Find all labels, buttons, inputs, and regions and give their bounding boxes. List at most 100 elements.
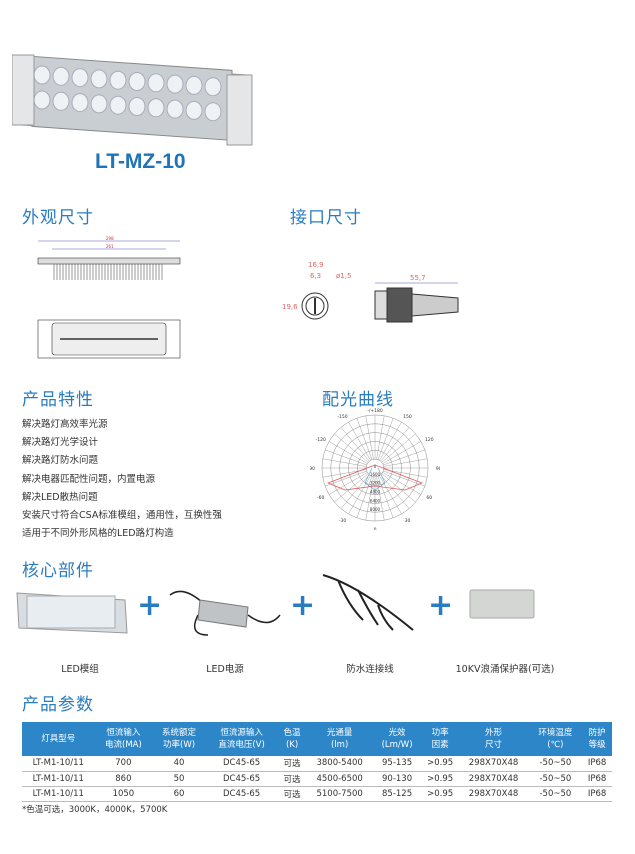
table-cell: 700	[94, 756, 153, 772]
column-header: 环境温度 (℃)	[528, 722, 583, 756]
led-lens	[71, 93, 89, 113]
dim-total-length: 298	[106, 236, 114, 241]
polar-grid-spoke	[381, 473, 416, 503]
plus-icon: +	[137, 588, 163, 623]
table-cell: 95-135	[372, 756, 422, 772]
led-lens	[128, 97, 146, 116]
table-cell: DC45-65	[205, 786, 278, 802]
polar-angle-label: -120	[316, 437, 326, 443]
led-lens	[33, 90, 51, 110]
polar-grid-spoke	[322, 458, 367, 467]
feature-item: 解决电器匹配性问题，内置电源	[22, 473, 156, 485]
table-cell: 1050	[94, 786, 153, 802]
section-light-curve: 配光曲线	[322, 390, 394, 410]
dim-conn-height: 19,6	[282, 303, 298, 311]
table-cell: 50	[152, 771, 206, 787]
table-cell: 可选	[277, 756, 307, 772]
polar-grid-spoke	[325, 449, 367, 466]
led-lens	[166, 99, 184, 119]
column-header: 防护 等级	[582, 722, 612, 756]
polar-angle-label: 0	[374, 527, 377, 530]
polar-grid-spoke	[381, 433, 416, 463]
polar-radial-label: 0	[374, 464, 377, 469]
dim-inner-length: 261	[106, 244, 114, 249]
polar-grid-spoke	[383, 470, 425, 487]
column-header: 光效 (Lm/W)	[372, 722, 422, 756]
table-cell: 860	[94, 771, 153, 787]
polar-radial-label: 8000	[370, 507, 381, 512]
column-header: 恒流输入 电流(MA)	[94, 722, 153, 756]
component-label: LED电源	[206, 664, 244, 675]
polar-grid-spoke	[383, 449, 425, 466]
polar-angle-label: 150	[403, 414, 412, 420]
polar-grid-spoke	[376, 476, 385, 521]
column-header: 光通量 (lm)	[306, 722, 373, 756]
polar-grid-spoke	[329, 472, 368, 495]
led-lens	[185, 75, 203, 95]
table-cell: LT-M1-10/11	[22, 771, 95, 787]
table-cell: 298X70X48	[458, 771, 529, 787]
polar-grid-spoke	[340, 427, 370, 462]
table-cell: LT-M1-10/11	[22, 786, 95, 802]
polar-angle-label: -60	[317, 495, 324, 501]
polar-radial-label: 6400	[370, 498, 381, 503]
polar-grid-spoke	[365, 415, 374, 460]
column-header: 外形 尺寸	[458, 722, 529, 756]
polar-grid-spoke	[380, 474, 410, 509]
polar-angle-label: 60	[426, 495, 432, 501]
feature-item: 适用于不同外形风格的LED路灯构造	[22, 528, 174, 540]
column-header: 色温 (K)	[277, 722, 307, 756]
component-surge-protector-image	[469, 589, 535, 619]
component-waterproof-cable-image	[322, 574, 414, 631]
polar-grid-spoke	[376, 415, 385, 460]
component-led-driver-image	[169, 590, 281, 636]
polar-angle-label: -90	[310, 466, 315, 472]
polar-grid-spoke	[383, 458, 428, 467]
led-lens	[166, 74, 184, 94]
feature-item: 安装尺寸符合CSA标准模组，通用性，互换性强	[22, 510, 222, 522]
table-cell: >0.95	[421, 756, 459, 772]
dim-conn-width: 16,9	[308, 261, 324, 269]
section-features: 产品特性	[22, 390, 94, 410]
led-lens	[147, 98, 165, 118]
polar-grid-spoke	[377, 418, 394, 460]
polar-grid-spoke	[340, 474, 370, 509]
polar-grid-spoke	[348, 422, 371, 461]
table-cell: DC45-65	[205, 771, 278, 787]
dim-conn-inner: 6,3	[310, 272, 321, 280]
table-cell: IP68	[582, 771, 612, 787]
table-header-row: 灯具型号恒流输入 电流(MA)系统额定 功率(W)恒流源输入 直流电压(V)色温…	[22, 722, 612, 756]
feature-item: 解决路灯防水问题	[22, 455, 99, 467]
led-lens	[52, 66, 70, 86]
led-lens	[71, 68, 89, 88]
polar-grid-spoke	[377, 476, 394, 518]
polar-grid-spoke	[379, 422, 402, 461]
product-model-title: LT-MZ-10	[95, 150, 186, 173]
table-cell: 298X70X48	[458, 786, 529, 802]
feature-item: 解决LED散热问题	[22, 491, 98, 503]
polar-radial-label: 3200	[370, 481, 381, 486]
component-label: LED模组	[61, 664, 99, 675]
column-header: 恒流源输入 直流电压(V)	[205, 722, 278, 756]
table-cell: 85-125	[372, 786, 422, 802]
polar-grid-spoke	[356, 418, 373, 460]
table-cell: 4500-6500	[306, 771, 373, 787]
table-cell: >0.95	[421, 771, 459, 787]
table-cell: >0.95	[421, 786, 459, 802]
led-lens	[204, 77, 222, 97]
section-params: 产品参数	[22, 695, 94, 715]
interface-drawing: 16,9 6,3 ø1,5 19,6 55,7	[282, 261, 459, 323]
polar-grid-spoke	[329, 441, 368, 464]
table-cell: 60	[152, 786, 206, 802]
led-lens	[185, 100, 203, 120]
polar-angle-label: 30	[405, 518, 411, 524]
column-header: 灯具型号	[22, 722, 95, 756]
polar-light-curve: -/+180150-150120-12090-9060-6030-3000160…	[310, 408, 440, 530]
polar-grid-spoke	[334, 433, 369, 463]
led-lens	[52, 91, 70, 111]
section-interface: 接口尺寸	[290, 208, 362, 228]
plus-icon: +	[290, 588, 316, 623]
polar-grid-spoke	[382, 441, 421, 464]
